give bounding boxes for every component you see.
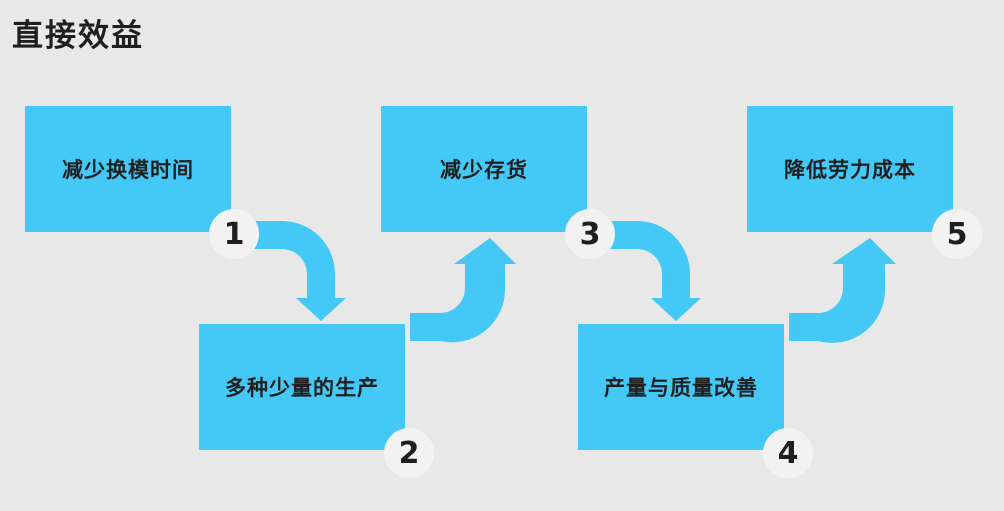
step-number-badge-3: 3: [565, 209, 615, 259]
step-label-3: 减少存货: [440, 158, 528, 182]
step-box-5: 降低劳力成本: [747, 106, 953, 232]
arrow-1-to-2: [253, 221, 346, 321]
arrow-2-to-3: [410, 238, 516, 343]
arrow-4-to-5: [789, 238, 896, 343]
arrow-3-to-4: [608, 221, 701, 321]
step-label-5: 降低劳力成本: [784, 158, 916, 182]
step-number-badge-5: 5: [932, 209, 982, 259]
step-label-1: 减少换模时间: [62, 158, 194, 182]
step-number-badge-1: 1: [209, 209, 259, 259]
step-label-4: 产量与质量改善: [604, 376, 758, 400]
step-box-3: 减少存货: [381, 106, 587, 232]
step-label-2: 多种少量的生产: [225, 376, 379, 400]
step-box-2: 多种少量的生产: [199, 324, 405, 450]
step-number-badge-4: 4: [763, 428, 813, 478]
step-box-4: 产量与质量改善: [578, 324, 784, 450]
step-box-1: 减少换模时间: [25, 106, 231, 232]
step-number-badge-2: 2: [384, 428, 434, 478]
page-title: 直接效益: [12, 18, 144, 54]
